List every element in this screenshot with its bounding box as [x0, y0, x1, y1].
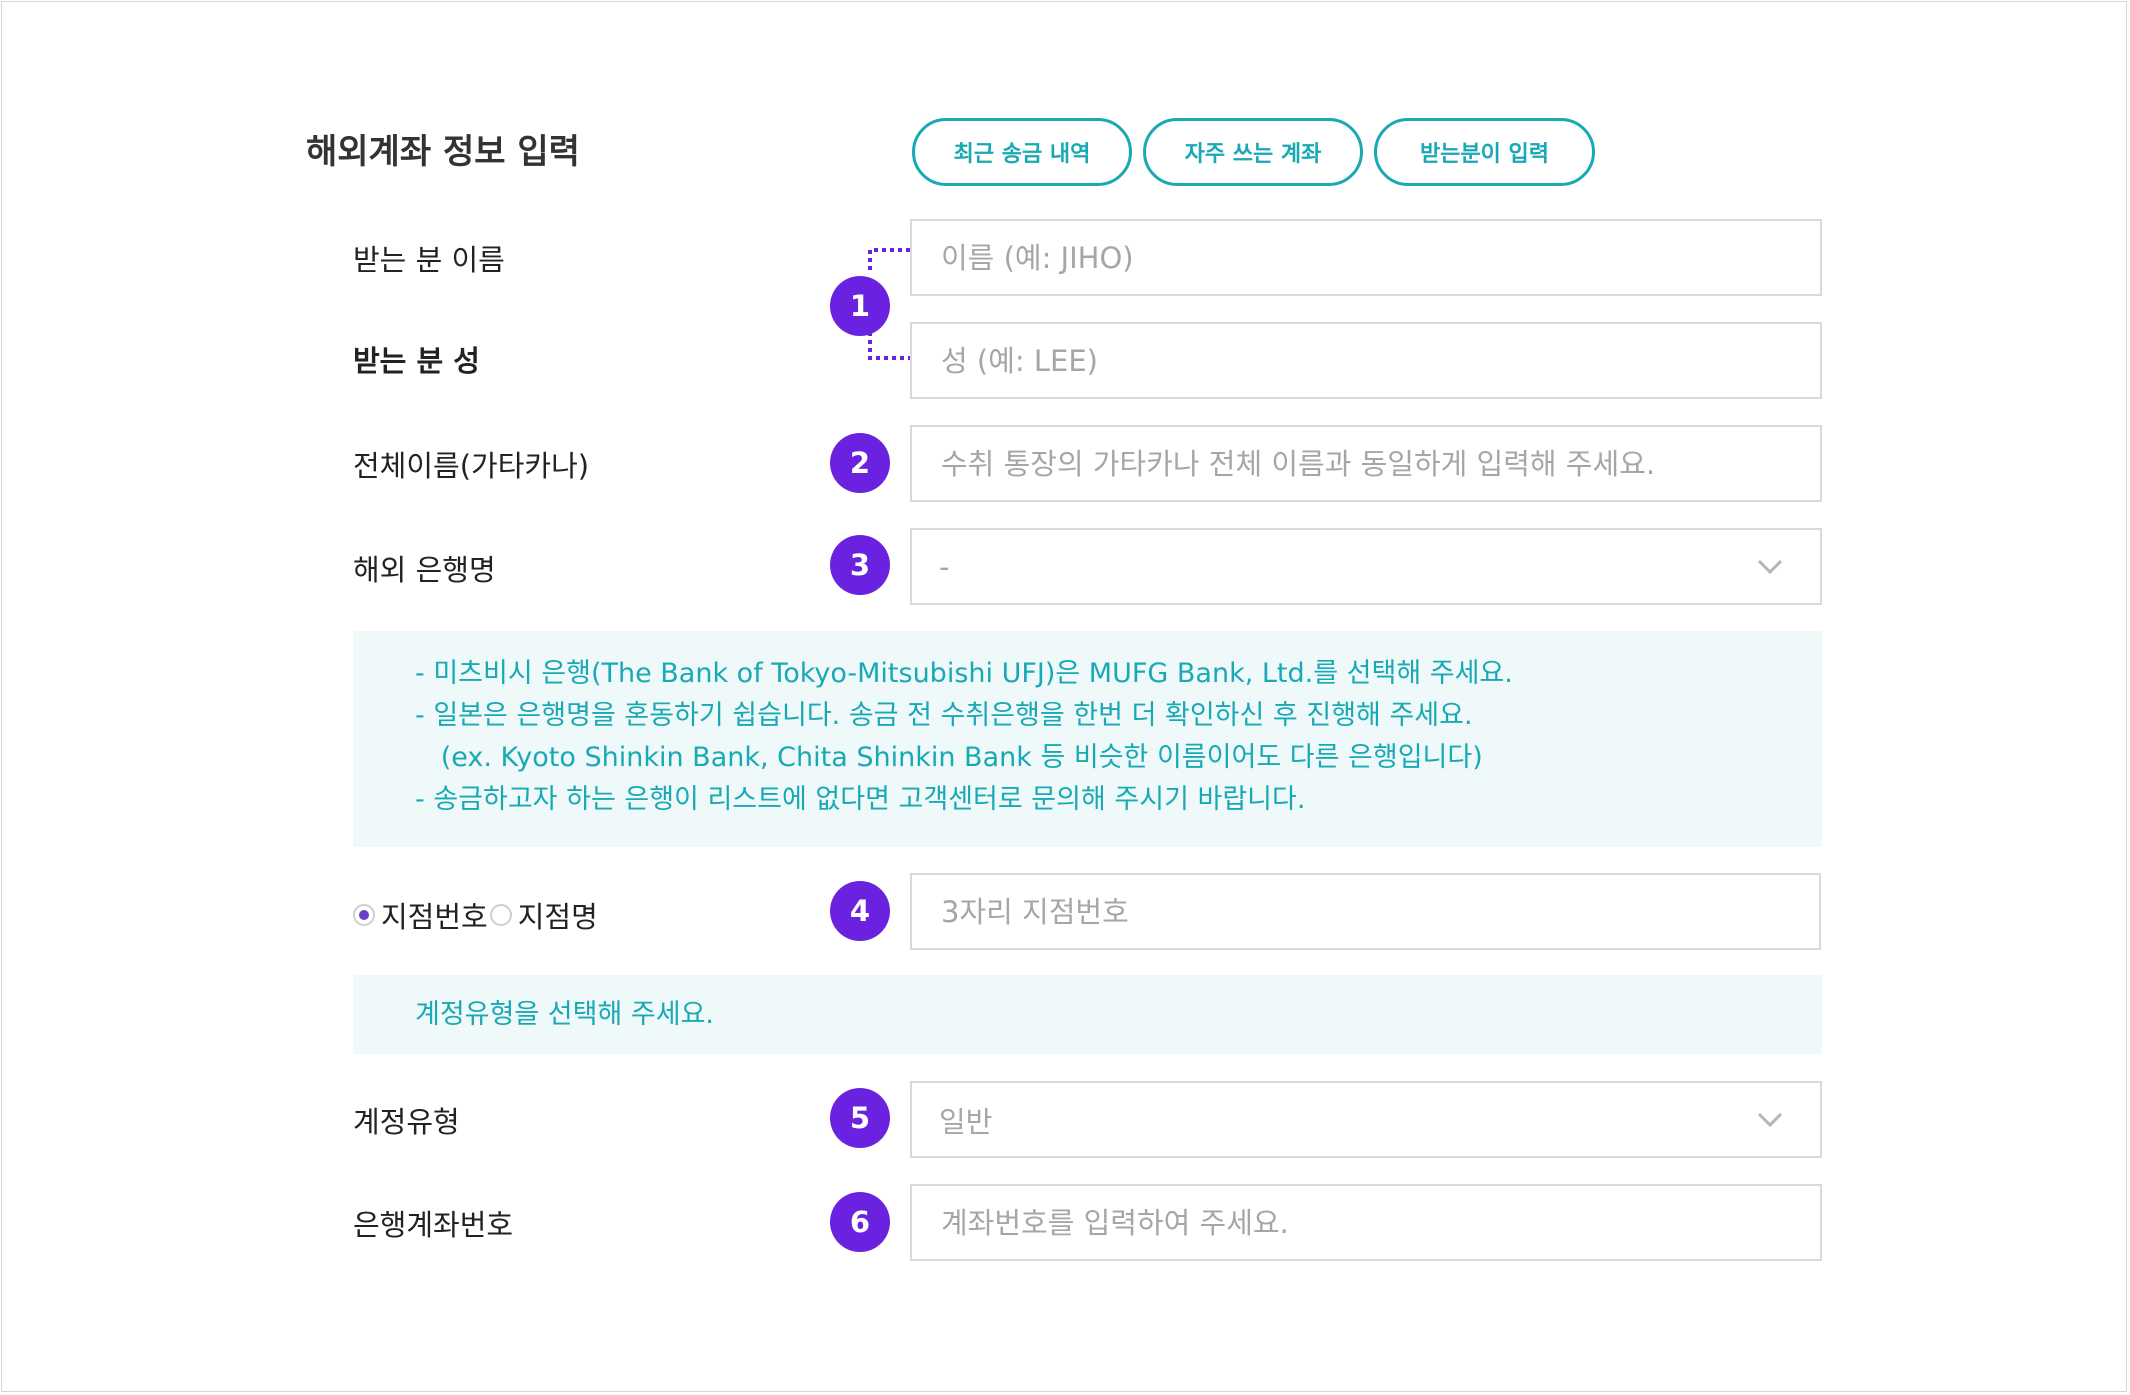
bank-name-select[interactable]: -	[910, 528, 1822, 605]
account-number-label: 은행계좌번호	[353, 1208, 514, 1242]
branch-field[interactable]	[910, 873, 1821, 950]
bank-notice-line: - 미츠비시 은행(The Bank of Tokyo-Mitsubishi U…	[415, 658, 1513, 689]
account-type-value: 일반	[939, 1104, 993, 1139]
radio-branch-name-label[interactable]: 지점명	[517, 900, 598, 934]
recent-transfers-button[interactable]: 최근 송금 내역	[912, 118, 1132, 186]
step-badge-5: 5	[830, 1088, 890, 1148]
last-name-label: 받는 분 성	[353, 344, 480, 378]
bank-notice-box: - 미츠비시 은행(The Bank of Tokyo-Mitsubishi U…	[353, 631, 1822, 847]
step-badge-1: 1	[830, 276, 890, 336]
name-group-bracket	[868, 248, 910, 360]
branch-radio-group: 지점번호 지점명	[353, 894, 598, 936]
page-title: 해외계좌 정보 입력	[306, 132, 580, 172]
last-name-field[interactable]	[910, 322, 1822, 399]
first-name-label: 받는 분 이름	[353, 243, 505, 277]
branch-input[interactable]	[939, 893, 1819, 930]
step-badge-6: 6	[830, 1192, 890, 1252]
last-name-input[interactable]	[939, 342, 1820, 379]
frequent-accounts-button[interactable]: 자주 쓰는 계좌	[1143, 118, 1363, 186]
chevron-down-icon	[1740, 547, 1800, 587]
account-type-label: 계정유형	[353, 1105, 460, 1139]
radio-branch-number-label[interactable]: 지점번호	[381, 900, 488, 934]
full-name-katakana-input[interactable]	[939, 445, 1820, 482]
account-type-notice-box: 계정유형을 선택해 주세요.	[353, 975, 1822, 1054]
step-badge-3: 3	[830, 535, 890, 595]
account-number-field[interactable]	[910, 1184, 1822, 1261]
full-name-katakana-label: 전체이름(가타카나)	[353, 449, 590, 483]
first-name-input[interactable]	[939, 239, 1820, 276]
bank-name-value: -	[939, 549, 950, 584]
bank-notice-line: - 일본은 은행명을 혼동하기 쉽습니다. 송금 전 수취은행을 한번 더 확인…	[415, 700, 1473, 731]
account-type-select[interactable]: 일반	[910, 1081, 1822, 1158]
bank-notice-line: - 송금하고자 하는 은행이 리스트에 없다면 고객센터로 문의해 주시기 바랍…	[415, 784, 1306, 815]
full-name-katakana-field[interactable]	[910, 425, 1822, 502]
recipient-input-button[interactable]: 받는분이 입력	[1374, 118, 1595, 186]
bank-notice-line: (ex. Kyoto Shinkin Bank, Chita Shinkin B…	[415, 742, 1483, 773]
account-type-notice: 계정유형을 선택해 주세요.	[415, 998, 714, 1030]
step-badge-4: 4	[830, 881, 890, 941]
first-name-field[interactable]	[910, 219, 1822, 296]
step-badge-2: 2	[830, 433, 890, 493]
chevron-down-icon	[1740, 1100, 1800, 1140]
bank-name-label: 해외 은행명	[353, 553, 496, 587]
radio-branch-number[interactable]	[353, 904, 375, 926]
account-number-input[interactable]	[939, 1204, 1820, 1241]
radio-branch-name[interactable]	[489, 904, 512, 926]
